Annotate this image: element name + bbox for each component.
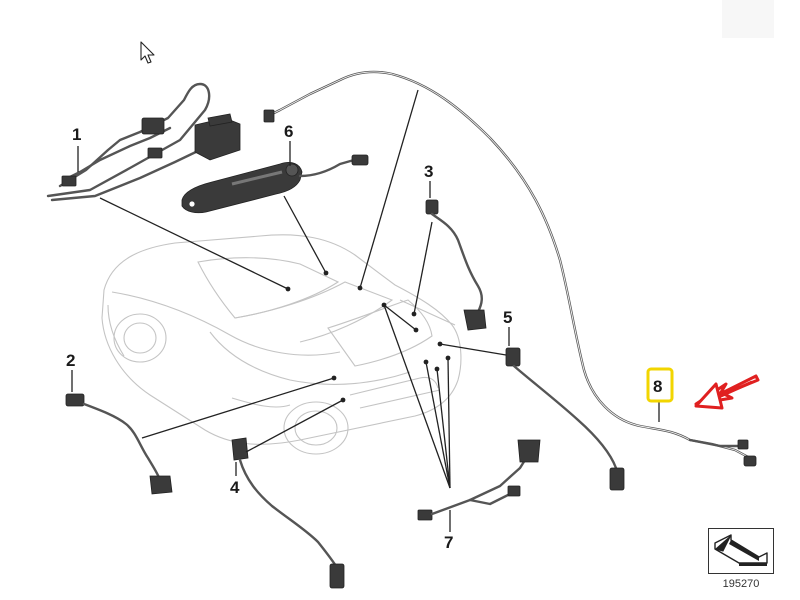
callout-2[interactable]: 2	[66, 351, 75, 370]
mouse-pointer-icon	[140, 41, 155, 64]
part-1-wiring-harness[interactable]	[46, 82, 241, 202]
reference-symbol-box	[708, 528, 774, 574]
part-3-sensor-wire[interactable]	[425, 199, 487, 331]
part-8-long-wire[interactable]	[263, 70, 757, 467]
part-2-sensor-wire[interactable]	[65, 393, 173, 495]
part-4-sensor-wire[interactable]	[231, 437, 345, 589]
callout-7[interactable]: 7	[444, 533, 453, 552]
part-6-boot-handle[interactable]	[181, 154, 369, 214]
part-7-wiring-harness[interactable]	[417, 439, 541, 521]
arrow-symbol-icon	[714, 534, 768, 566]
part-5-sensor-wire[interactable]	[505, 347, 625, 491]
part-8-highlight-box	[646, 367, 674, 403]
callout-1[interactable]: 1	[72, 125, 81, 144]
leader-lines	[71, 89, 660, 532]
red-arrow-icon	[694, 374, 760, 410]
callout-5[interactable]: 5	[503, 308, 512, 327]
callout-3[interactable]: 3	[424, 162, 433, 181]
callout-4[interactable]: 4	[230, 478, 240, 497]
corner-placeholder	[722, 0, 774, 38]
callout-6[interactable]: 6	[284, 122, 293, 141]
reference-number: 195270	[722, 578, 760, 590]
callout-8[interactable]: 8	[653, 377, 662, 396]
car-outline	[101, 234, 462, 455]
